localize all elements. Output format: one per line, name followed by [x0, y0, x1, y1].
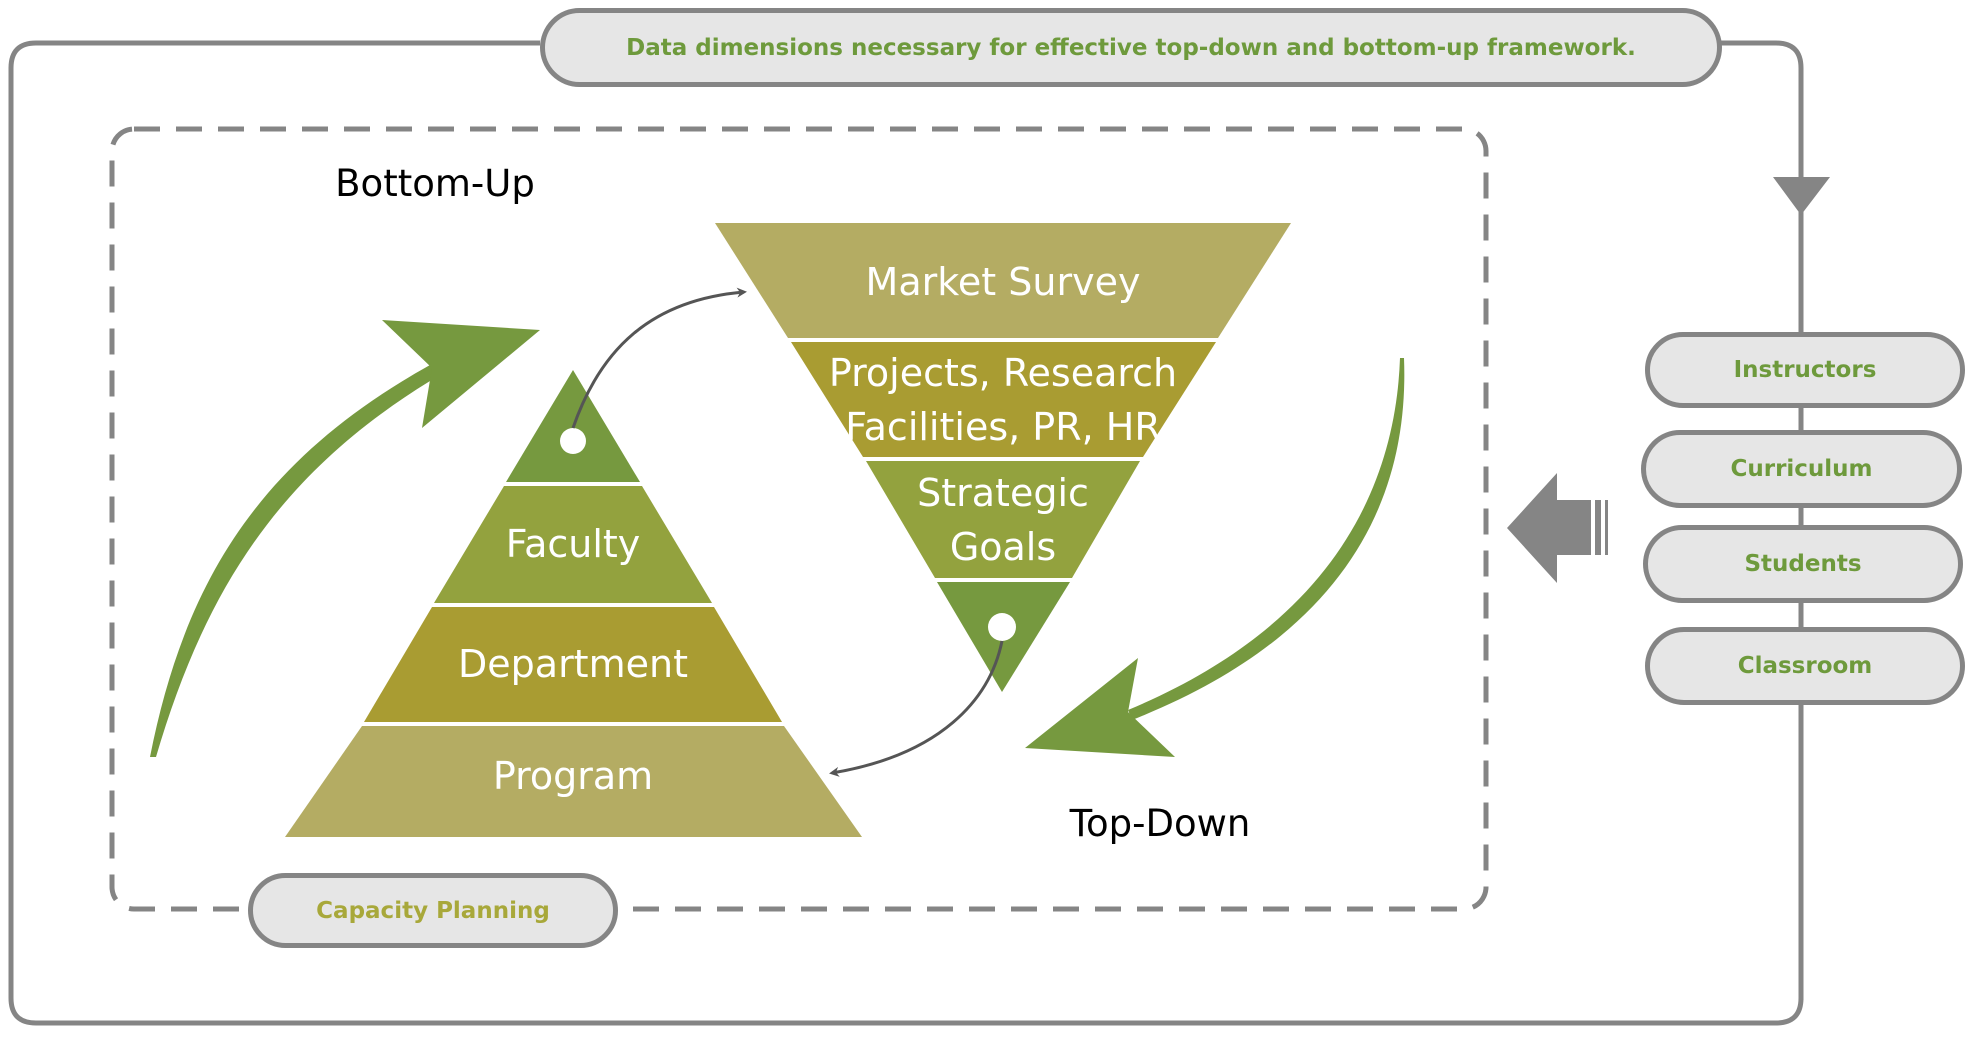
dimension-pill-curriculum: Curriculum: [1641, 430, 1962, 508]
inv-label-projects-line2: Facilities, PR, HR: [845, 405, 1161, 449]
top-down-pyramid: [715, 223, 1291, 692]
bottom-up-label: Bottom-Up: [335, 161, 535, 205]
inv-layer-market-survey: [715, 223, 1291, 338]
pyramid-layer-program: [285, 726, 862, 837]
header-note-text: Data dimensions necessary for effective …: [626, 34, 1636, 61]
dimension-label: Students: [1744, 551, 1862, 577]
dimension-label: Curriculum: [1730, 456, 1873, 482]
framework-dashed-box: [109, 126, 1489, 912]
top-down-arrow-icon: [1128, 358, 1405, 720]
dimension-pill-instructors: Instructors: [1645, 332, 1965, 408]
down-arrow-icon: [1773, 177, 1830, 215]
inv-label-market-survey: Market Survey: [865, 260, 1141, 304]
capacity-planning-pill: Capacity Planning: [248, 873, 618, 948]
connector-arrow-down: [829, 640, 1004, 777]
dimension-label: Instructors: [1733, 357, 1877, 383]
outer-frame: [8, 40, 1804, 1026]
inv-label-strategic-line2: Goals: [949, 525, 1057, 569]
top-down-arrowhead-icon: [1025, 658, 1175, 757]
pyramid-layer-department: [364, 607, 782, 722]
pyramid-label-faculty: Faculty: [505, 522, 641, 566]
header-note-pill: Data dimensions necessary for effective …: [540, 8, 1722, 87]
dimension-pill-students: Students: [1643, 525, 1963, 603]
inv-layer-strategic-goals: [866, 461, 1140, 578]
pyramid-layer-faculty: [434, 486, 712, 603]
dimension-label: Classroom: [1737, 653, 1873, 679]
inv-label-projects-line1: Projects, Research: [828, 351, 1178, 395]
top-down-label: Top-Down: [1069, 801, 1251, 845]
inv-label-strategic-line1: Strategic: [917, 471, 1089, 515]
pyramid-label-program: Program: [492, 754, 654, 798]
left-block-arrow-icon: [1507, 473, 1608, 583]
inv-layer-projects: [791, 342, 1216, 457]
connector-arrow-up: [571, 287, 747, 429]
pyramid-label-department: Department: [458, 642, 688, 686]
pyramid-apex-dot: [560, 428, 586, 454]
dimension-pill-classroom: Classroom: [1645, 627, 1965, 705]
capacity-planning-text: Capacity Planning: [316, 897, 550, 924]
inv-apex-dot: [988, 613, 1016, 641]
bottom-up-arrowhead-icon: [382, 320, 540, 428]
